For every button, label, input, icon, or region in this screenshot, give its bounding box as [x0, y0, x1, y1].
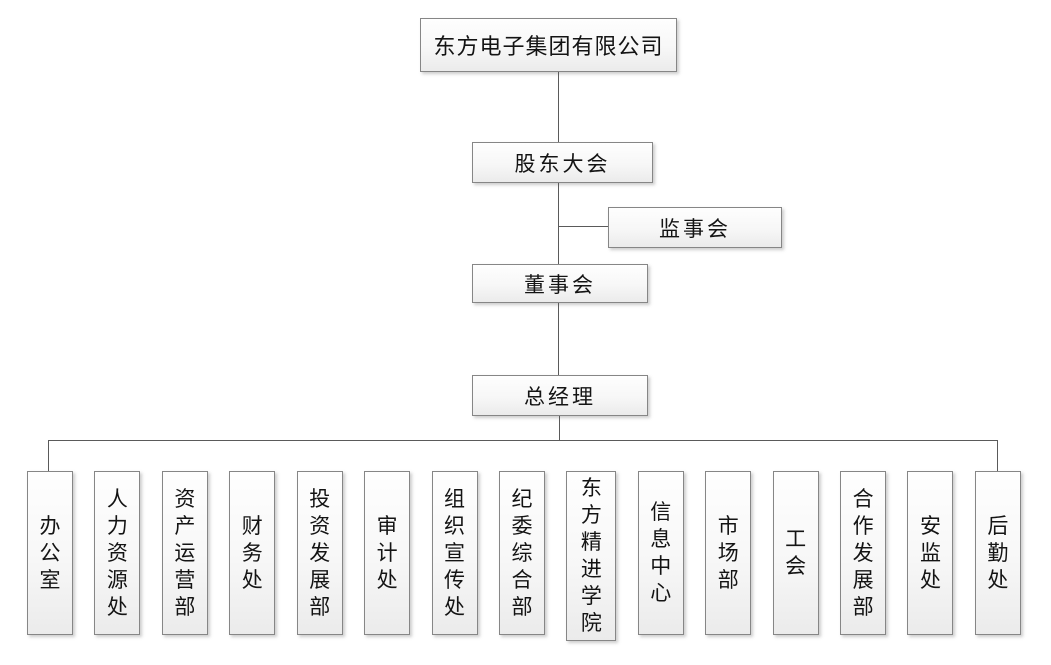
department-box: 工会: [772, 471, 819, 635]
connector-departments-rail: [48, 440, 998, 441]
department-label: 组织宣传处: [444, 486, 466, 619]
department-label: 财务处: [241, 513, 263, 592]
department-label: 信息中心: [650, 500, 672, 605]
department-box: 纪委综合部: [498, 471, 545, 635]
department-box: 东方精进学院: [566, 471, 617, 641]
org-node-board-label: 董事会: [524, 272, 596, 297]
department-box: 市场部: [705, 471, 752, 635]
department-row: 办公室 人力资源处 资产运营部 财务处 投资发展部 审计处 组织宣传处 纪委综合…: [27, 471, 1021, 642]
org-node-supervisory-label: 监事会: [659, 216, 731, 241]
department-label: 工会: [785, 527, 807, 578]
department-label: 投资发展部: [309, 486, 331, 619]
org-node-general-manager: 总经理: [472, 375, 648, 416]
department-box: 财务处: [229, 471, 276, 635]
department-label: 市场部: [717, 513, 739, 592]
connector-rail-left-drop: [48, 440, 49, 471]
department-label: 后勤处: [987, 513, 1009, 592]
department-box: 安监处: [907, 471, 954, 635]
org-node-company: 东方电子集团有限公司: [420, 18, 677, 72]
department-label: 安监处: [919, 513, 941, 592]
department-label: 合作发展部: [852, 486, 874, 619]
department-label: 人力资源处: [106, 486, 128, 619]
org-node-supervisory-board: 监事会: [608, 207, 782, 248]
connector-gm-to-rail: [559, 416, 560, 440]
org-node-gm-label: 总经理: [524, 384, 596, 409]
org-node-company-label: 东方电子集团有限公司: [433, 35, 664, 60]
department-label: 东方精进学院: [580, 476, 602, 635]
connector-shareholders-to-board: [558, 183, 559, 264]
org-node-shareholders-meeting: 股东大会: [472, 142, 653, 183]
department-label: 审计处: [376, 513, 398, 592]
department-label: 资产运营部: [174, 486, 196, 619]
org-node-board-of-directors: 董事会: [472, 264, 648, 303]
connector-rail-right-drop: [997, 440, 998, 471]
department-box: 资产运营部: [161, 471, 208, 635]
connector-company-to-shareholders: [558, 72, 559, 142]
department-box: 办公室: [27, 471, 73, 635]
department-label: 纪委综合部: [511, 486, 533, 619]
department-label: 办公室: [39, 513, 61, 592]
department-box: 审计处: [364, 471, 411, 635]
department-box: 合作发展部: [840, 471, 887, 635]
connector-branch-to-supervisory: [558, 226, 608, 227]
department-box: 投资发展部: [296, 471, 343, 635]
connector-board-to-gm: [558, 303, 559, 375]
department-box: 人力资源处: [94, 471, 141, 635]
department-box: 组织宣传处: [431, 471, 478, 635]
department-box: 信息中心: [637, 471, 684, 635]
org-node-shareholders-label: 股东大会: [514, 151, 611, 176]
department-box: 后勤处: [974, 471, 1021, 635]
